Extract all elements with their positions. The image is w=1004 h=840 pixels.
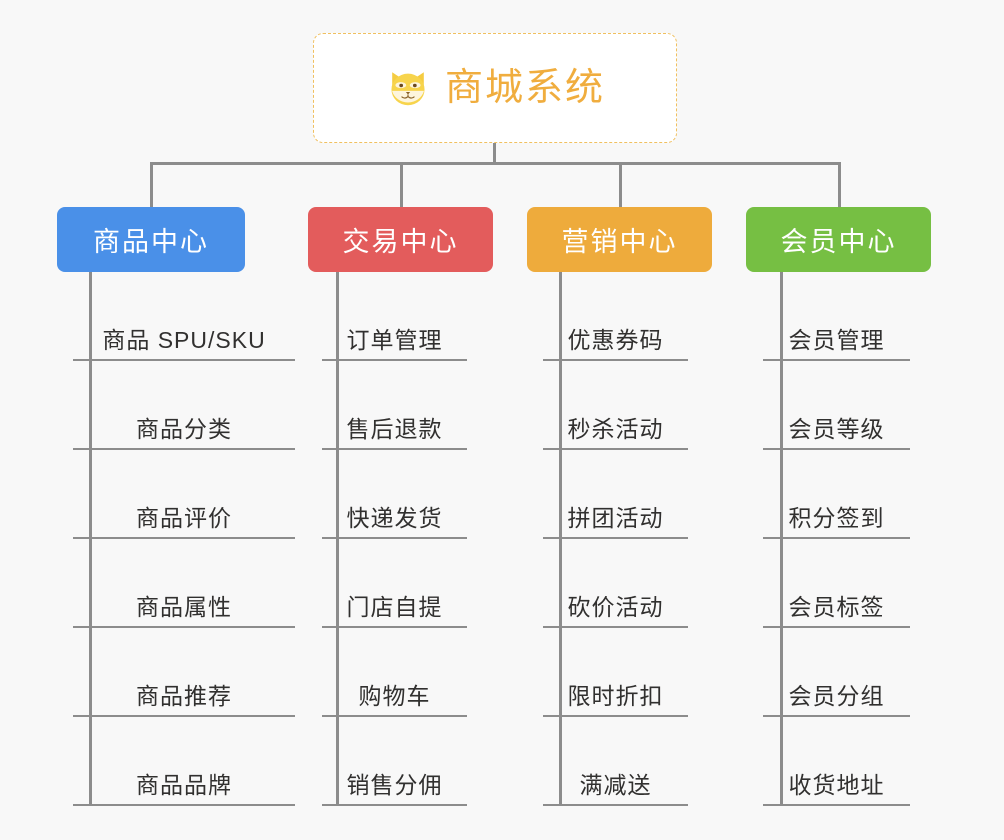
leaf-item-label: 商品品牌 <box>136 771 232 798</box>
leaf-item-label: 会员标签 <box>788 593 885 620</box>
leaf-item-label: 销售分佣 <box>346 771 443 798</box>
leaf-item-label: 秒杀活动 <box>567 415 664 442</box>
leaf-item-label: 砍价活动 <box>567 593 664 620</box>
leaf-item-label: 购物车 <box>358 682 431 709</box>
leaf-item[interactable]: 砍价活动 <box>543 539 688 628</box>
leaf-item-label: 商品推荐 <box>136 682 232 709</box>
leaf-item-label: 限时折扣 <box>567 682 664 709</box>
leaf-spine <box>336 272 339 806</box>
category-column-member: 会员中心 会员管理 会员等级 积分签到 会员标签 会员分组 收货地址 <box>746 207 931 806</box>
leaf-item[interactable]: 会员分组 <box>763 628 910 717</box>
connector-drop-col-2 <box>619 162 622 208</box>
leaf-item-label: 优惠券码 <box>567 326 664 353</box>
leaf-item-label: 积分签到 <box>788 504 885 531</box>
leaf-item[interactable]: 售后退款 <box>322 361 467 450</box>
leaf-item-label: 商品 SPU/SKU <box>102 326 266 353</box>
leaf-list-marketing: 优惠券码 秒杀活动 拼团活动 砍价活动 限时折扣 满减送 <box>543 272 688 806</box>
leaf-item-label: 订单管理 <box>346 326 443 353</box>
leaf-item-label: 会员分组 <box>788 682 885 709</box>
root-title: 商城系统 <box>444 67 605 109</box>
category-header-marketing[interactable]: 营销中心 <box>527 207 712 272</box>
leaf-item[interactable]: 商品品牌 <box>73 717 295 806</box>
leaf-item-label: 门店自提 <box>346 593 443 620</box>
leaf-item[interactable]: 销售分佣 <box>322 717 467 806</box>
category-header-label: 会员中心 <box>780 227 897 257</box>
leaf-item[interactable]: 拼团活动 <box>543 450 688 539</box>
leaf-list-product: 商品 SPU/SKU 商品分类 商品评价 商品属性 商品推荐 商品品牌 <box>73 272 295 806</box>
category-header-label: 商品中心 <box>93 227 209 257</box>
leaf-item-label: 售后退款 <box>346 415 443 442</box>
connector-horizontal-bus <box>150 162 839 165</box>
leaf-item[interactable]: 商品属性 <box>73 539 295 628</box>
shiba-dog-face-icon <box>391 72 425 106</box>
leaf-spine <box>780 272 783 806</box>
leaf-item-label: 商品评价 <box>136 504 232 531</box>
leaf-item[interactable]: 收货地址 <box>763 717 910 806</box>
leaf-item[interactable]: 购物车 <box>322 628 467 717</box>
category-column-trade: 交易中心 订单管理 售后退款 快递发货 门店自提 购物车 销售分佣 <box>308 207 493 806</box>
leaf-item-label: 会员管理 <box>788 326 885 353</box>
category-header-product[interactable]: 商品中心 <box>57 207 245 272</box>
leaf-item[interactable]: 商品分类 <box>73 361 295 450</box>
connector-root-stem <box>493 143 496 164</box>
leaf-item[interactable]: 积分签到 <box>763 450 910 539</box>
leaf-item[interactable]: 商品评价 <box>73 450 295 539</box>
leaf-item-label: 商品分类 <box>136 415 232 442</box>
category-header-trade[interactable]: 交易中心 <box>308 207 493 272</box>
leaf-item[interactable]: 限时折扣 <box>543 628 688 717</box>
leaf-list-member: 会员管理 会员等级 积分签到 会员标签 会员分组 收货地址 <box>763 272 910 806</box>
leaf-item-label: 快递发货 <box>346 504 443 531</box>
leaf-item[interactable]: 快递发货 <box>322 450 467 539</box>
leaf-item[interactable]: 订单管理 <box>322 272 467 361</box>
leaf-item[interactable]: 商品 SPU/SKU <box>73 272 295 361</box>
leaf-item[interactable]: 满减送 <box>543 717 688 806</box>
root-node-shop-system[interactable]: 商城系统 <box>313 33 677 143</box>
leaf-spine <box>89 272 92 806</box>
leaf-item[interactable]: 门店自提 <box>322 539 467 628</box>
leaf-item-label: 拼团活动 <box>567 504 664 531</box>
connector-drop-col-0 <box>150 162 153 208</box>
leaf-item[interactable]: 商品推荐 <box>73 628 295 717</box>
category-header-member[interactable]: 会员中心 <box>746 207 931 272</box>
leaf-item-label: 商品属性 <box>136 593 232 620</box>
leaf-item[interactable]: 会员等级 <box>763 361 910 450</box>
category-header-label: 交易中心 <box>342 227 459 257</box>
category-column-product: 商品中心 商品 SPU/SKU 商品分类 商品评价 商品属性 商品推荐 商品品牌 <box>57 207 295 806</box>
leaf-item-label: 收货地址 <box>788 771 885 798</box>
leaf-item[interactable]: 秒杀活动 <box>543 361 688 450</box>
leaf-list-trade: 订单管理 售后退款 快递发货 门店自提 购物车 销售分佣 <box>322 272 467 806</box>
leaf-item-label: 满减送 <box>579 771 652 798</box>
leaf-item[interactable]: 优惠券码 <box>543 272 688 361</box>
connector-drop-col-3 <box>838 162 841 208</box>
leaf-item[interactable]: 会员标签 <box>763 539 910 628</box>
connector-drop-col-1 <box>400 162 403 208</box>
leaf-item-label: 会员等级 <box>788 415 885 442</box>
leaf-item[interactable]: 会员管理 <box>763 272 910 361</box>
category-column-marketing: 营销中心 优惠券码 秒杀活动 拼团活动 砍价活动 限时折扣 满减送 <box>527 207 712 806</box>
category-header-label: 营销中心 <box>561 227 678 257</box>
leaf-spine <box>559 272 562 806</box>
